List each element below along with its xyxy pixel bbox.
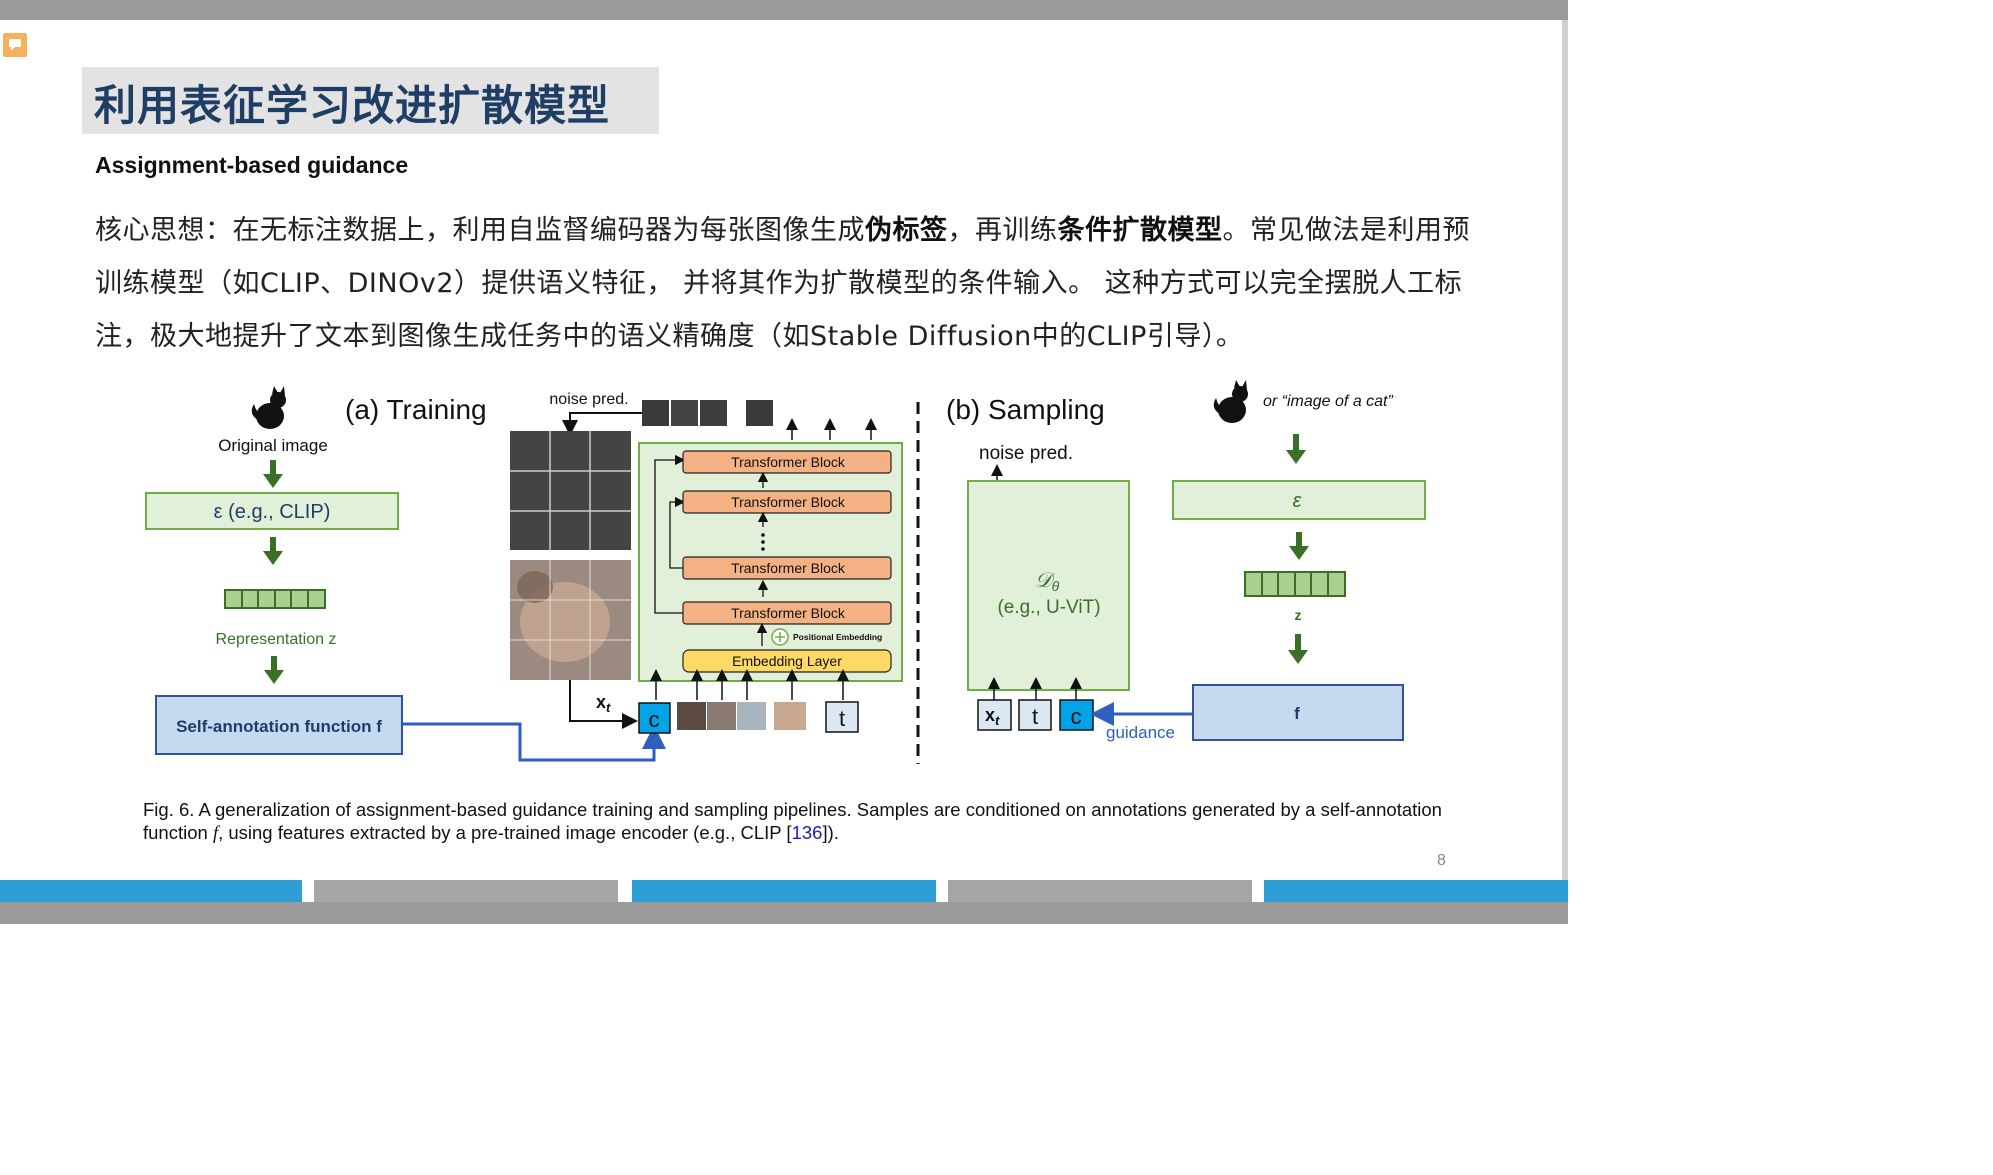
transformer-block-2 bbox=[682, 490, 892, 514]
representation-label: Representation z bbox=[216, 631, 337, 648]
encoder-label: ε (e.g., CLIP) bbox=[214, 501, 331, 523]
xt-symbol: x bbox=[596, 692, 606, 712]
caption-text-3: ]). bbox=[822, 822, 839, 843]
cat-silhouette-icon bbox=[251, 386, 286, 429]
embedding-layer-label: Embedding Layer bbox=[732, 653, 842, 669]
positional-embedding-label: Positional Embedding bbox=[793, 632, 882, 642]
noise-pred-arrow bbox=[562, 412, 642, 436]
noisy-image-grid bbox=[510, 431, 631, 550]
training-c-token-label: c bbox=[649, 707, 660, 732]
guidance-label: guidance bbox=[1106, 723, 1175, 742]
decoder-symbol-main: 𝒟 bbox=[1035, 569, 1056, 592]
comment-icon[interactable] bbox=[3, 33, 27, 57]
sampling-xt-token bbox=[977, 699, 1012, 731]
paragraph-text-1: 核心思想：在无标注数据上，利用自监督编码器为每张图像生成 bbox=[95, 215, 865, 246]
right-edge-strip bbox=[1562, 20, 1568, 880]
representation-vector bbox=[224, 589, 326, 609]
training-t-token bbox=[825, 701, 859, 733]
sampling-xt-token-label: xt bbox=[985, 705, 1000, 728]
training-c-token bbox=[638, 702, 671, 734]
transformer-block-3 bbox=[682, 556, 892, 580]
sampling-encoder-box bbox=[1172, 480, 1426, 520]
original-image-label: Original image bbox=[218, 436, 328, 455]
transformer-block-4 bbox=[682, 601, 892, 625]
skip-connection-outer bbox=[654, 454, 686, 614]
sampling-label: (b) Sampling bbox=[946, 394, 1105, 425]
plus-circle-icon bbox=[771, 628, 789, 646]
decoder-box bbox=[967, 480, 1130, 691]
annotation-flow-line bbox=[402, 722, 666, 762]
down-arrow bbox=[1286, 434, 1306, 464]
training-xt-label: xt bbox=[596, 692, 611, 715]
sampling-input-arrows bbox=[988, 677, 1082, 700]
pipeline-figure: (a) Training Original image ε (e.g., CLI… bbox=[140, 372, 1440, 772]
sampling-f-box bbox=[1192, 684, 1404, 741]
sampling-c-token bbox=[1059, 699, 1094, 731]
slide-title: 利用表征学习改进扩散模型 bbox=[94, 81, 611, 130]
down-arrow bbox=[1289, 532, 1309, 560]
down-arrow bbox=[1288, 634, 1308, 664]
encoder-box bbox=[145, 492, 399, 530]
sampling-noise-pred-label: noise pred. bbox=[979, 443, 1073, 464]
paragraph-bold-2: 条件扩散模型 bbox=[1057, 215, 1223, 246]
sampling-t-token bbox=[1018, 699, 1052, 731]
paragraph-text-3: 。常见做法是利用预训练模型（如CLIP、DINOv2）提供语义特征， 并将其作为… bbox=[95, 215, 1470, 352]
footer-segment-gray bbox=[948, 880, 1252, 902]
caption-f-symbol: f bbox=[212, 824, 219, 844]
down-arrow bbox=[264, 656, 284, 684]
decoder-symbol: 𝒟θ bbox=[1035, 569, 1060, 594]
down-arrow bbox=[263, 537, 283, 565]
sampling-representation-vector bbox=[1244, 571, 1346, 597]
image-patch-tokens bbox=[677, 702, 806, 730]
noise-patches bbox=[642, 400, 773, 426]
figure-caption: Fig. 6. A generalization of assignment-b… bbox=[143, 798, 1443, 846]
skip-connection-inner bbox=[669, 496, 686, 569]
footer-segment-blue bbox=[0, 880, 302, 902]
training-t-token-label: t bbox=[839, 706, 845, 731]
transformer-block-label-1: Transformer Block bbox=[731, 454, 846, 470]
slide-subtitle: Assignment-based guidance bbox=[95, 152, 409, 178]
footer-segment-gray bbox=[314, 880, 618, 902]
sampling-c-token-label: c bbox=[1071, 704, 1082, 729]
noisy-cat-image bbox=[510, 560, 631, 680]
top-bar bbox=[0, 0, 1568, 20]
transformer-block-1 bbox=[682, 450, 892, 474]
sampling-f-label: f bbox=[1294, 704, 1300, 723]
sampling-t-token-label: t bbox=[1032, 704, 1038, 729]
caption-text-2: , using features extracted by a pre-trai… bbox=[218, 822, 792, 843]
self-annotation-label: Self-annotation function f bbox=[176, 717, 382, 736]
sampling-xt-symbol: x bbox=[985, 705, 995, 725]
title-background bbox=[82, 67, 659, 134]
down-arrow bbox=[263, 460, 283, 488]
page-number: 8 bbox=[1437, 852, 1446, 869]
sampling-xt-subscript: t bbox=[995, 713, 1000, 728]
footer-segment-blue bbox=[632, 880, 936, 902]
transformer-block-label-2: Transformer Block bbox=[731, 494, 846, 510]
bottom-bar bbox=[0, 902, 1568, 924]
text-prompt-label: or “image of a cat” bbox=[1263, 393, 1394, 410]
training-label: (a) Training bbox=[345, 394, 487, 425]
training-noise-pred-label: noise pred. bbox=[549, 391, 628, 408]
output-arrows bbox=[786, 418, 877, 440]
paragraph-text-2: ，再训练 bbox=[947, 215, 1058, 246]
sampling-z-label: z bbox=[1295, 607, 1302, 623]
transformer-block-label-3: Transformer Block bbox=[731, 560, 846, 576]
footer-segment-blue bbox=[1264, 880, 1568, 902]
xt-arrow bbox=[569, 680, 638, 729]
body-paragraph: 核心思想：在无标注数据上，利用自监督编码器为每张图像生成伪标签，再训练条件扩散模… bbox=[95, 204, 1490, 363]
input-arrows bbox=[650, 669, 849, 700]
caption-text-1: Fig. 6. A generalization of assignment-b… bbox=[143, 799, 1442, 843]
ellipsis-dots bbox=[761, 533, 765, 551]
caption-reference-link[interactable]: 136 bbox=[791, 822, 823, 843]
decoder-symbol-sub: θ bbox=[1052, 578, 1060, 594]
sampling-encoder-label: ε bbox=[1293, 490, 1303, 512]
decoder-example-label: (e.g., U-ViT) bbox=[997, 597, 1100, 618]
paragraph-bold-1: 伪标签 bbox=[865, 215, 948, 246]
xt-subscript: t bbox=[606, 700, 611, 715]
cat-silhouette-icon bbox=[1213, 380, 1248, 423]
self-annotation-box bbox=[155, 695, 403, 755]
transformer-block-label-4: Transformer Block bbox=[731, 605, 846, 621]
